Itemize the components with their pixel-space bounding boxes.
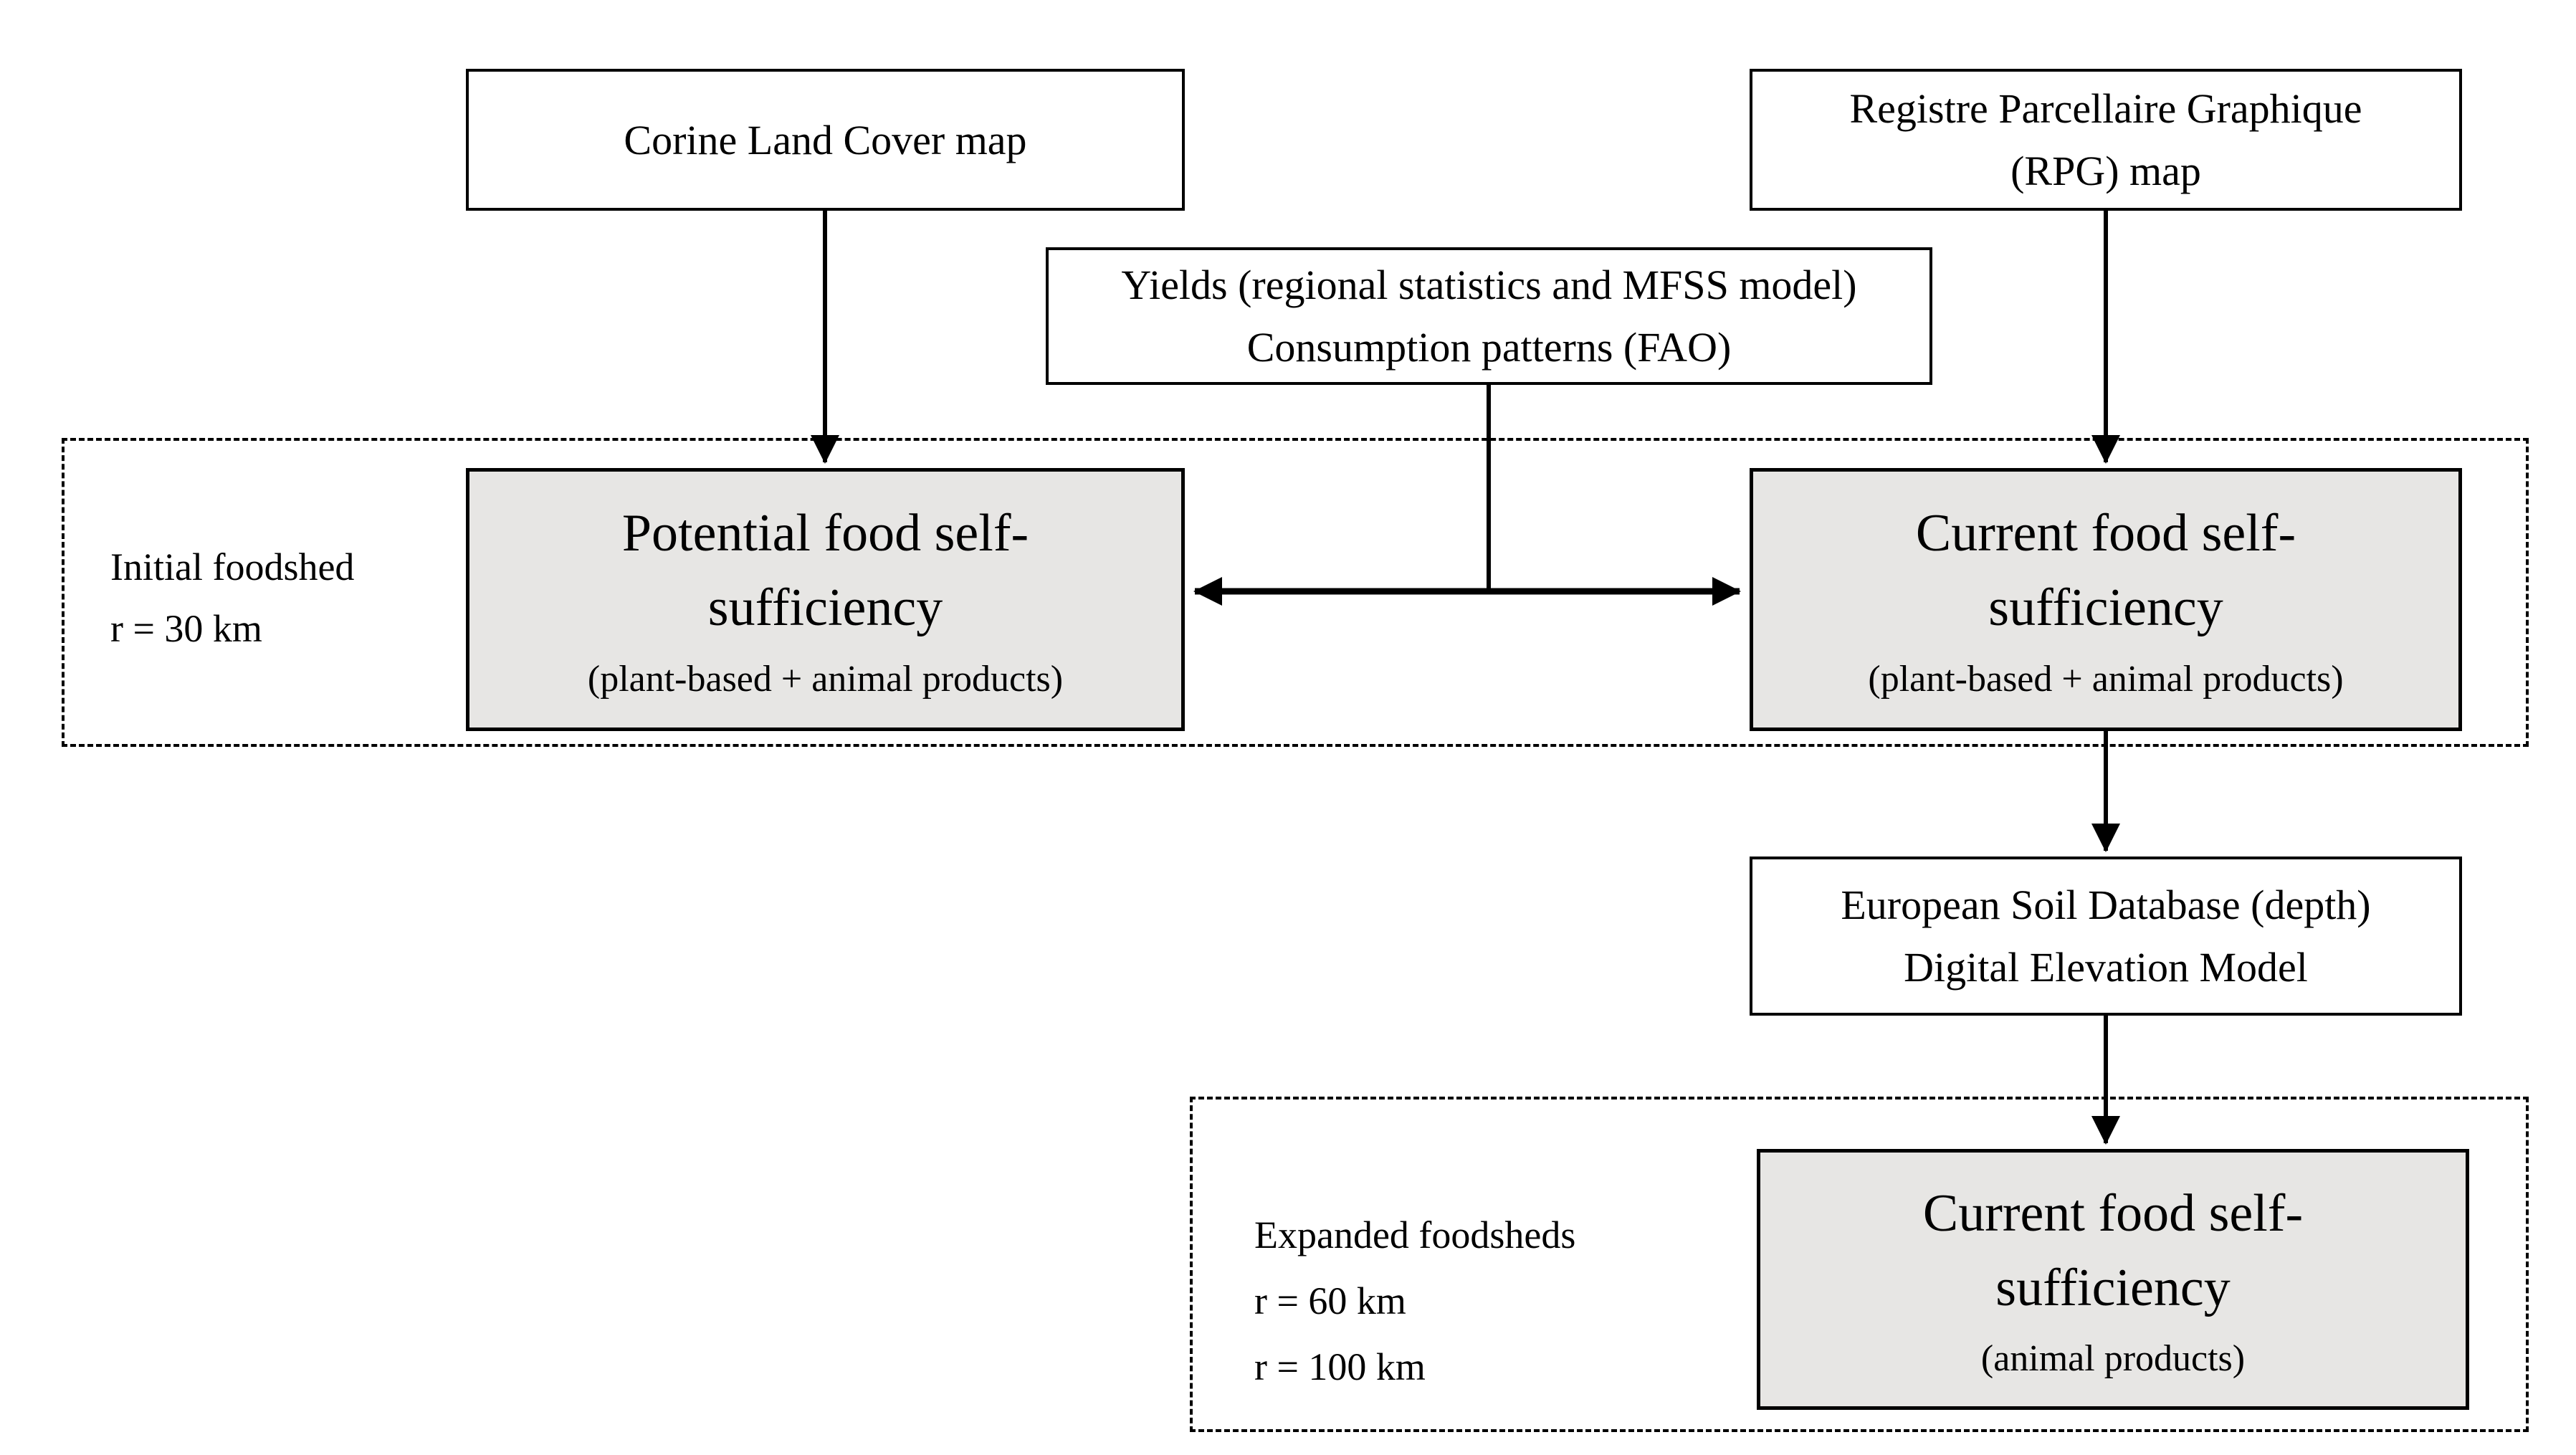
potential-self-sufficiency-node: Potential food self- sufficiency (plant-… <box>466 468 1185 731</box>
potential-title-line1: Potential food self- <box>621 504 1029 563</box>
soil-database-node: European Soil Database (depth) Digital E… <box>1750 857 2462 1016</box>
current-animal-title-line2: sufficiency <box>1995 1258 2231 1317</box>
initial-foodshed-group <box>62 438 2529 747</box>
current-title: Current food self- sufficiency <box>1916 497 2296 645</box>
current-animal-title: Current food self- sufficiency <box>1923 1177 2303 1325</box>
soil-database-label-line2: Digital Elevation Model <box>1904 944 2308 991</box>
corine-land-cover-node: Corine Land Cover map <box>466 69 1185 211</box>
current-title-line1: Current food self- <box>1915 504 2296 563</box>
expanded-foodsheds-label-line1: Expanded foodsheds <box>1254 1213 1576 1256</box>
current-title-line2: sufficiency <box>1988 578 2223 637</box>
potential-title: Potential food self- sufficiency <box>622 497 1029 645</box>
yields-consumption-node: Yields (regional statistics and MFSS mod… <box>1046 247 1932 385</box>
expanded-foodsheds-group <box>1190 1097 2529 1432</box>
initial-foodshed-label-line2: r = 30 km <box>110 607 262 651</box>
current-animal-self-sufficiency-node: Current food self- sufficiency (animal p… <box>1757 1149 2469 1410</box>
corine-land-cover-label: Corine Land Cover map <box>624 116 1027 163</box>
rpg-map-node: Registre Parcellaire Graphique (RPG) map <box>1750 69 2462 211</box>
yields-label-line2: Consumption patterns (FAO) <box>1246 324 1732 371</box>
expanded-foodsheds-label: Expanded foodsheds r = 60 km r = 100 km <box>1254 1203 1575 1400</box>
potential-title-line2: sufficiency <box>707 578 943 637</box>
current-self-sufficiency-node: Current food self- sufficiency (plant-ba… <box>1750 468 2462 731</box>
yields-label-line1: Yields (regional statistics and MFSS mod… <box>1121 262 1857 308</box>
initial-foodshed-label-line1: Initial foodshed <box>110 545 355 588</box>
initial-foodshed-label: Initial foodshed r = 30 km <box>110 536 354 660</box>
expanded-foodsheds-label-line2: r = 60 km <box>1254 1279 1406 1322</box>
current-animal-title-line1: Current food self- <box>1922 1183 2304 1243</box>
potential-caption: (plant-based + animal products) <box>587 658 1064 700</box>
current-caption: (plant-based + animal products) <box>1868 658 2344 700</box>
rpg-map-label-line2: (RPG) map <box>2010 148 2201 194</box>
rpg-map-label-line1: Registre Parcellaire Graphique <box>1849 85 2362 132</box>
expanded-foodsheds-label-line3: r = 100 km <box>1254 1345 1426 1388</box>
soil-database-label-line1: European Soil Database (depth) <box>1841 882 2371 928</box>
current-animal-caption: (animal products) <box>1980 1338 2246 1380</box>
